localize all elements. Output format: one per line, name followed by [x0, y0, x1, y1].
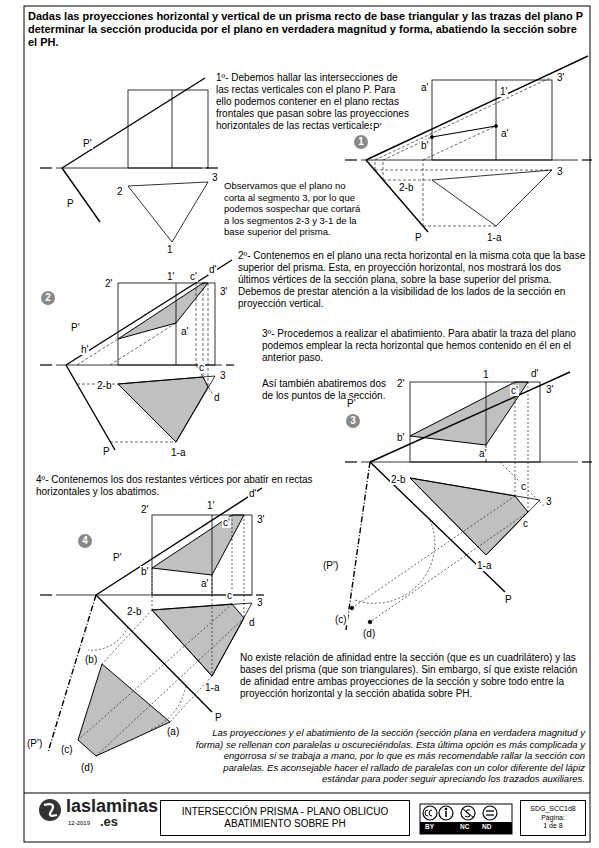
point-label: P [102, 446, 111, 457]
point-label: 1' [206, 500, 215, 511]
point-label: 2-b [126, 606, 142, 617]
title-box: SDG_SCC1d8Página:1 de 8 [520, 800, 586, 836]
point-label: 3 [556, 166, 564, 177]
point-label: 2 [116, 186, 124, 197]
license-label: BY [425, 823, 434, 831]
point-label: c [522, 518, 529, 529]
point-label: a' [478, 448, 487, 459]
point-label: 1' [499, 86, 508, 97]
note-text: Las proyecciones y el abatimiento de la … [185, 727, 585, 785]
logo-text: laslaminas [66, 797, 158, 816]
note-text: Observamos que el plano no corta al segm… [224, 180, 364, 238]
point-label: 2' [140, 504, 149, 515]
point-label: 2-b [96, 380, 112, 391]
point-label: (c) [60, 744, 74, 755]
point-label: d [213, 392, 221, 403]
step-number: 4 [78, 534, 92, 548]
point-label: 1-a [476, 560, 492, 571]
step-number: 3 [346, 414, 360, 428]
point-label: 3' [545, 384, 554, 395]
title: Dadas las proyecciones horizontal y vert… [28, 10, 586, 49]
point-label: d' [530, 368, 539, 379]
point-label: 3 [545, 496, 553, 507]
point-label: P' [346, 398, 357, 409]
license-label: NC [460, 823, 469, 831]
point-label: 3' [256, 514, 265, 525]
point-label: a' [200, 578, 209, 589]
point-label: d [248, 617, 256, 628]
point-label: c' [189, 271, 198, 282]
point-label: b' [140, 566, 149, 577]
point-label: 3' [556, 72, 565, 83]
point-label: P [414, 232, 423, 243]
point-label: 3 [219, 370, 227, 381]
point-label: (d) [362, 628, 376, 639]
point-label: 2' [396, 378, 405, 389]
point-label: 3 [211, 172, 219, 183]
box-text: INTERSECCIÓN PRISMA - PLANO OBLICUO ABAT… [161, 806, 409, 830]
point-label: 1-a [204, 682, 220, 693]
point-label: P' [112, 552, 123, 563]
title-box: INTERSECCIÓN PRISMA - PLANO OBLICUO ABAT… [160, 800, 410, 836]
point-label: a' [420, 82, 429, 93]
note-text: 2º- Contenemos en el plano una recta hor… [238, 250, 588, 310]
box-text: SDG_SCC1d8 [526, 805, 580, 814]
point-label: 2' [104, 278, 113, 289]
point-label: (c) [334, 614, 348, 625]
point-label: (a) [166, 726, 180, 737]
point-label: P [214, 712, 223, 723]
point-label: 3 [256, 597, 264, 608]
point-label: 2-b [390, 474, 406, 485]
point-label: c' [510, 385, 519, 396]
point-label: c [198, 362, 205, 373]
box-text: 1 de 8 [539, 822, 566, 831]
point-label: c [520, 481, 527, 492]
point-label: d' [248, 488, 257, 499]
point-label: P' [372, 122, 383, 133]
point-label: b' [396, 432, 405, 443]
step-number: 1 [354, 135, 368, 149]
point-label: (d) [80, 762, 94, 773]
logo-text: .es [100, 815, 118, 829]
date-label: 12-2019 [68, 820, 90, 827]
box-text: Página: [537, 814, 569, 823]
license-label: ND [482, 823, 491, 831]
point-label: P [504, 594, 513, 605]
point-label: 3' [219, 286, 228, 297]
point-label: b' [420, 140, 429, 151]
point-label: 1' [166, 271, 175, 282]
point-label: 1 [166, 244, 174, 255]
note-text: 3º- Procedemos a realizar el abatimiento… [262, 328, 592, 364]
point-label: (P') [322, 560, 339, 571]
point-label: 2-b [398, 182, 414, 193]
note-text: No existe relación de afinidad entre la … [240, 652, 585, 700]
point-label: c' [222, 517, 231, 528]
point-label: a' [500, 128, 509, 139]
point-label: h' [80, 344, 89, 355]
point-label: P [66, 198, 75, 209]
step-number: 2 [41, 291, 55, 305]
note-text: 4º- Contenemos los dos restantes vértice… [36, 474, 336, 498]
point-label: (P') [26, 738, 43, 749]
point-label: P' [82, 138, 93, 149]
point-label: 1-a [170, 447, 186, 458]
point-label: P' [70, 322, 81, 333]
point-label: d' [208, 264, 217, 275]
note-text: Así también abatiremos dos de los puntos… [262, 378, 392, 402]
point-label: 1-a [486, 232, 502, 243]
point-label: (b) [84, 654, 98, 665]
point-label: 1 [482, 369, 490, 380]
point-label: a' [180, 326, 189, 337]
point-label: c [226, 590, 233, 601]
